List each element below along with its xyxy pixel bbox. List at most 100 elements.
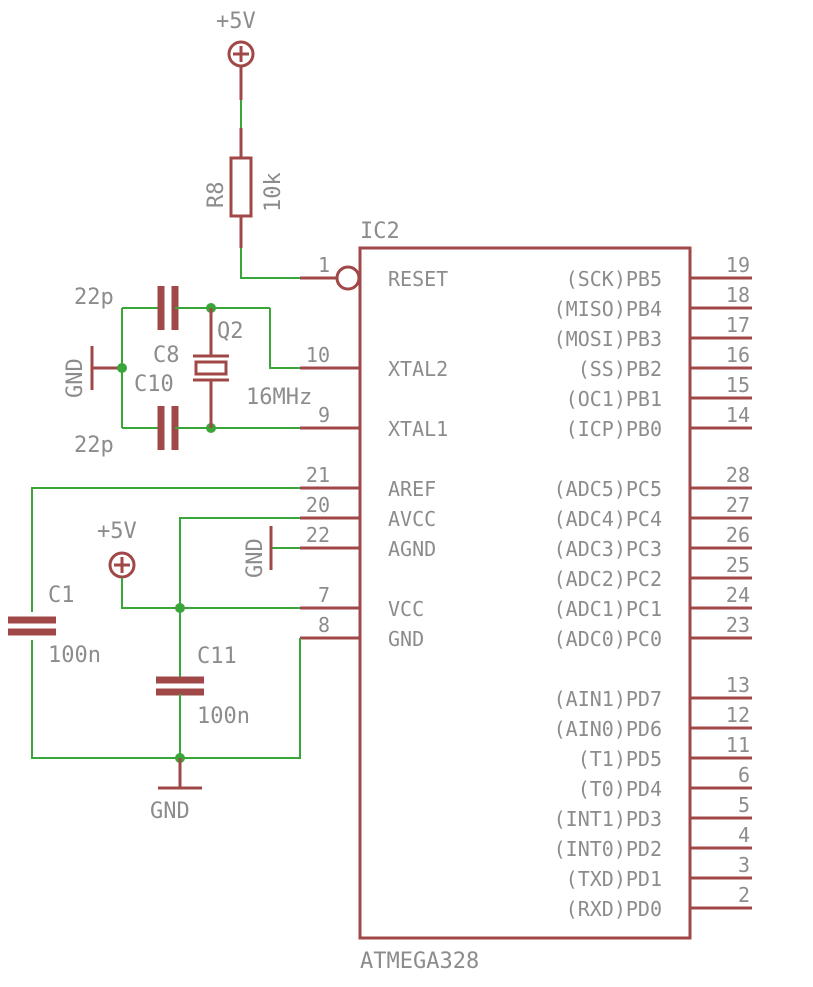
pin-number: 19 bbox=[726, 253, 750, 277]
ic-pin-adc3pc3: 26 (ADC3)PC3 bbox=[554, 523, 752, 561]
wire-r8-reset bbox=[240, 248, 300, 279]
pin-number: 6 bbox=[738, 763, 750, 787]
pin-name: (INT1)PD3 bbox=[554, 807, 662, 831]
crystal-q2: Q2 16MHz bbox=[193, 308, 312, 428]
pin-name: (T0)PD4 bbox=[578, 777, 662, 801]
ic-pin-oc1pb1: 15 (OC1)PB1 bbox=[566, 373, 752, 411]
ic-pin-sckpb5: 19(SCK)PB5 bbox=[566, 253, 752, 291]
q2-value: 16MHz bbox=[246, 385, 312, 410]
pin-name: (MOSI)PB3 bbox=[554, 327, 662, 351]
ic-part: ATMEGA328 bbox=[360, 949, 479, 974]
pin-number: 22 bbox=[306, 523, 330, 547]
gnd-label-crystal: GND bbox=[63, 358, 88, 398]
pin-number: 18 bbox=[726, 283, 750, 307]
pin-name: AREF bbox=[388, 477, 436, 501]
pin-name: (AIN1)PD7 bbox=[554, 687, 662, 711]
ic-pin-misopb4: 18 (MISO)PB4 bbox=[554, 283, 752, 321]
inversion-bubble-icon bbox=[335, 265, 361, 291]
ic-pin-int0pd2: 4 (INT0)PD2 bbox=[554, 823, 752, 861]
resistor-body bbox=[229, 156, 253, 218]
pin-number: 24 bbox=[726, 583, 750, 607]
pin-number: 15 bbox=[726, 373, 750, 397]
power-circle-icon bbox=[108, 551, 136, 579]
pin-number: 12 bbox=[726, 703, 750, 727]
ic-pin-mosipb3: 17 (MOSI)PB3 bbox=[554, 313, 752, 351]
pin-name: (MISO)PB4 bbox=[554, 297, 662, 321]
pin-name: (ADC3)PC3 bbox=[554, 537, 662, 561]
ic-pin-adc4pc4: 27 (ADC4)PC4 bbox=[554, 493, 752, 531]
power-symbol-5v-top: +5V bbox=[216, 9, 256, 100]
pin-name: (SS)PB2 bbox=[578, 357, 662, 381]
ic-ref: IC2 bbox=[360, 219, 400, 244]
pin-number: 25 bbox=[726, 553, 750, 577]
pin-name: (ADC4)PC4 bbox=[554, 507, 662, 531]
power-label-5v-top: +5V bbox=[216, 9, 256, 34]
wire-aref-c1 bbox=[31, 487, 300, 612]
c11-value: 100n bbox=[197, 704, 250, 729]
junction-dot bbox=[117, 363, 127, 373]
pin-number: 27 bbox=[726, 493, 750, 517]
ic-pin-int1pd3: 5 (INT1)PD3 bbox=[554, 793, 752, 831]
ic-pin-adc2pc2: 25(ADC2)PC2 bbox=[554, 553, 752, 591]
q2-ref: Q2 bbox=[217, 319, 244, 344]
c10-value: 22p bbox=[74, 433, 114, 458]
ic-pin-t0pd4: 6 (T0)PD4 bbox=[578, 763, 752, 801]
pin-number: 10 bbox=[306, 343, 330, 367]
capacitor-c8: 22p C8 bbox=[74, 285, 180, 368]
pin-number: 7 bbox=[318, 583, 330, 607]
gnd-label-bottom: GND bbox=[150, 799, 190, 824]
pin-name: (AIN0)PD6 bbox=[554, 717, 662, 741]
pin-name: (ICP)PB0 bbox=[566, 417, 662, 441]
pin-number: 13 bbox=[726, 673, 750, 697]
pin-number: 11 bbox=[726, 733, 750, 757]
pin-name: AGND bbox=[388, 537, 436, 561]
ic-pin-rxdpd0: 2(RXD)PD0 bbox=[566, 883, 752, 921]
pin-number: 3 bbox=[738, 853, 750, 877]
pin-name: XTAL2 bbox=[388, 357, 448, 381]
pin-number: 26 bbox=[726, 523, 750, 547]
pin-name: (ADC0)PC0 bbox=[554, 627, 662, 651]
pin-number: 1 bbox=[318, 253, 330, 277]
pin-number: 8 bbox=[318, 613, 330, 637]
ic-body bbox=[358, 246, 692, 940]
ic-pin-icppb0: 14 (ICP)PB0 bbox=[566, 403, 752, 441]
pin-number: 16 bbox=[726, 343, 750, 367]
ic2-atmega328: IC2 ATMEGA328 1RESET10XTAL29XTAL121AREF2… bbox=[300, 219, 752, 974]
wire-xtal2 bbox=[269, 308, 300, 369]
pin-number: 14 bbox=[726, 403, 750, 427]
capacitor-c10: 22p C10 bbox=[74, 372, 179, 458]
ic-pin-ain1pd7: 13 (AIN1)PD7 bbox=[554, 673, 752, 711]
pin-name: VCC bbox=[388, 597, 424, 621]
power-symbol-5v-mid: +5V bbox=[97, 519, 137, 579]
pin-number: 5 bbox=[738, 793, 750, 817]
wire-vcc bbox=[121, 578, 300, 609]
pin-name: AVCC bbox=[388, 507, 436, 531]
capacitor-c1: C1 100n bbox=[8, 583, 101, 668]
pin-number: 23 bbox=[726, 613, 750, 637]
pin-name: RESET bbox=[388, 267, 448, 291]
ic-pin-adc0pc0: 23 (ADC0)PC0 bbox=[554, 613, 752, 651]
pin-number: 21 bbox=[306, 463, 330, 487]
power-label-5v-mid: +5V bbox=[97, 519, 137, 544]
c8-value: 22p bbox=[74, 285, 114, 310]
pin-number: 4 bbox=[738, 823, 750, 847]
ic-pin-sspb2: 16 (SS)PB2 bbox=[578, 343, 752, 381]
resistor-r8: R8 10k bbox=[204, 128, 286, 248]
pin-name: (INT0)PD2 bbox=[554, 837, 662, 861]
ic-pin-txdpd1: 3(TXD)PD1 bbox=[566, 853, 752, 891]
pin-number: 17 bbox=[726, 313, 750, 337]
pin-name: (OC1)PB1 bbox=[566, 387, 662, 411]
ic-pin-ain0pd6: 12 (AIN0)PD6 bbox=[554, 703, 752, 741]
c8-ref: C8 bbox=[153, 343, 180, 368]
